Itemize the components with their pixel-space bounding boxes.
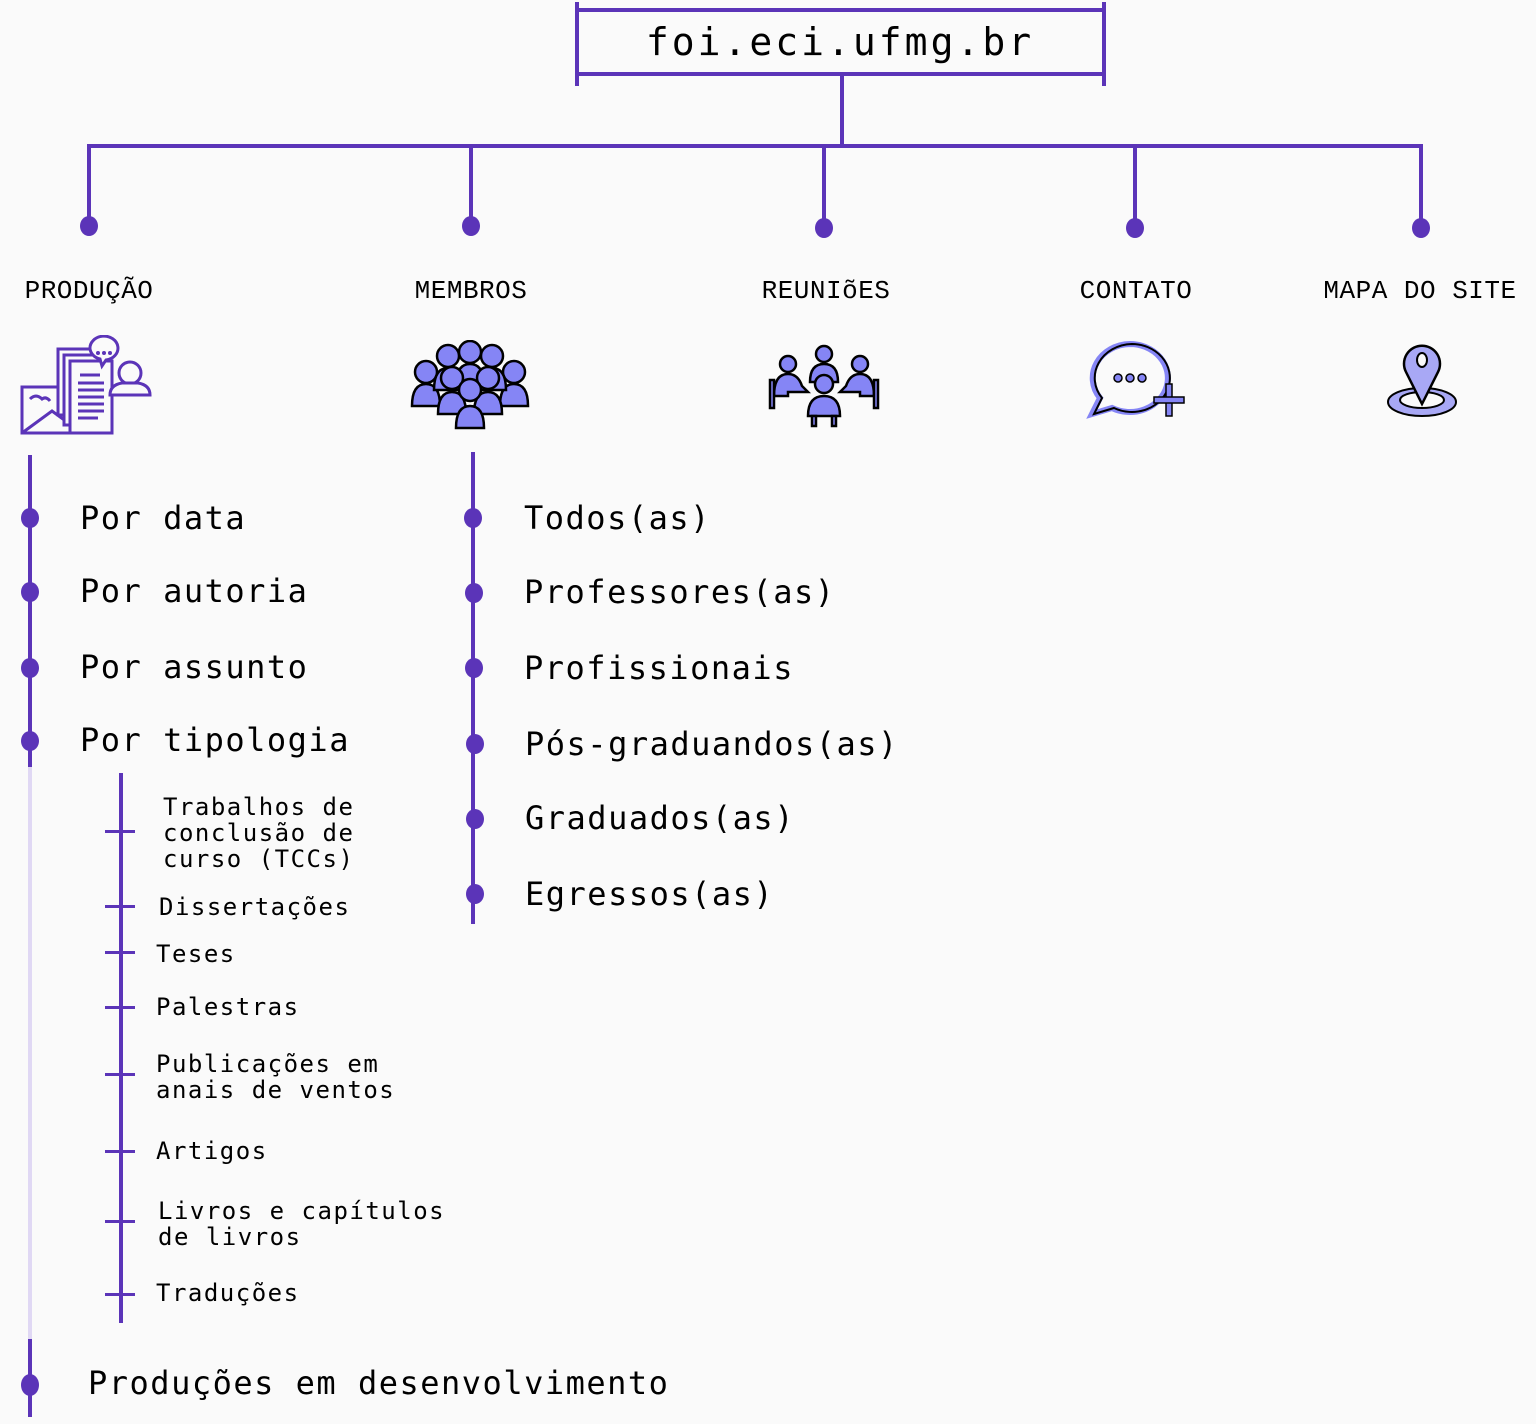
producao-item-dot — [21, 582, 39, 602]
membros-item-dot — [466, 734, 484, 754]
membros-pos-graduandos[interactable]: Pós-graduandos(as) — [525, 725, 899, 763]
category-reunioes[interactable]: REUNIõES — [761, 276, 891, 306]
producao-item-dot — [21, 508, 39, 528]
node-dot-contato — [1126, 218, 1144, 238]
tipologia-tccs[interactable]: Trabalhos de conclusão de curso (TCCs) — [163, 793, 355, 873]
tipologia-livros-capitulos[interactable]: Livros e capítulos de livros — [158, 1197, 446, 1251]
group-people-icon — [410, 340, 530, 430]
producao-branch-line — [28, 455, 32, 767]
membros-item-dot — [465, 583, 483, 603]
membros-graduados[interactable]: Graduados(as) — [525, 799, 795, 837]
producao-por-tipologia[interactable]: Por tipologia — [80, 721, 350, 759]
site-root-title: foi.eci.ufmg.br — [645, 20, 1035, 64]
tipologia-traducoes[interactable]: Traduções — [156, 1279, 300, 1307]
producao-item-dot — [21, 658, 39, 678]
branch-producao — [87, 146, 91, 222]
node-dot-membros — [462, 216, 480, 236]
node-dot-reunioes — [815, 218, 833, 238]
tipologia-palestras[interactable]: Palestras — [156, 993, 300, 1021]
producao-em-desenvolvimento[interactable]: Produções em desenvolvimento — [88, 1364, 670, 1402]
chat-bubble-add-icon — [1086, 340, 1185, 419]
tipologia-tick — [105, 905, 135, 908]
membros-profissionais[interactable]: Profissionais — [524, 649, 794, 687]
membros-item-dot — [464, 508, 482, 528]
category-bus-line — [87, 144, 1423, 148]
producao-item-dot — [21, 731, 39, 751]
branch-membros — [469, 146, 473, 222]
tipologia-tick — [105, 1150, 135, 1153]
node-dot-mapa — [1412, 218, 1430, 238]
tipologia-publicacoes-anais[interactable]: Publicações em anais de ventos — [156, 1050, 396, 1104]
producao-por-autoria[interactable]: Por autoria — [80, 572, 309, 610]
category-membros[interactable]: MEMBROS — [414, 276, 528, 306]
tipologia-tick — [105, 1293, 135, 1296]
tipologia-tick — [105, 830, 135, 833]
root-bracket-left — [575, 2, 579, 86]
root-connector — [840, 76, 844, 146]
category-producao[interactable]: PRODUÇÃO — [24, 276, 154, 306]
site-root-node[interactable]: foi.eci.ufmg.br — [577, 8, 1103, 76]
producao-por-data[interactable]: Por data — [80, 499, 247, 537]
membros-branch-line — [471, 452, 475, 924]
branch-contato — [1133, 146, 1137, 224]
membros-egressos[interactable]: Egressos(as) — [525, 875, 775, 913]
producao-por-assunto[interactable]: Por assunto — [80, 648, 309, 686]
tipologia-tick — [105, 1073, 135, 1076]
tipologia-tick — [105, 1220, 135, 1223]
map-pin-icon — [1387, 344, 1457, 417]
branch-mapa — [1419, 146, 1423, 224]
category-mapa-do-site[interactable]: MAPA DO SITE — [1323, 276, 1517, 306]
membros-item-dot — [465, 658, 483, 678]
tipologia-tick — [105, 1006, 135, 1009]
node-dot-producao — [80, 216, 98, 236]
tipologia-dissertacoes[interactable]: Dissertações — [159, 893, 351, 921]
documents-presentation-icon — [20, 335, 152, 435]
membros-todos[interactable]: Todos(as) — [524, 499, 711, 537]
root-bracket-right — [1102, 2, 1106, 86]
membros-item-dot — [466, 809, 484, 829]
producao-branch-line-faint — [28, 767, 32, 1339]
branch-reunioes — [822, 146, 826, 224]
producao-item-dot — [21, 1374, 39, 1396]
membros-item-dot — [466, 884, 484, 904]
tipologia-artigos[interactable]: Artigos — [156, 1137, 268, 1165]
meeting-table-icon — [768, 344, 880, 428]
tipologia-teses[interactable]: Teses — [156, 940, 236, 968]
membros-professores[interactable]: Professores(as) — [524, 573, 836, 611]
tipologia-tick — [105, 951, 135, 954]
category-contato[interactable]: CONTATO — [1079, 276, 1193, 306]
tipologia-branch-line — [119, 773, 123, 1323]
